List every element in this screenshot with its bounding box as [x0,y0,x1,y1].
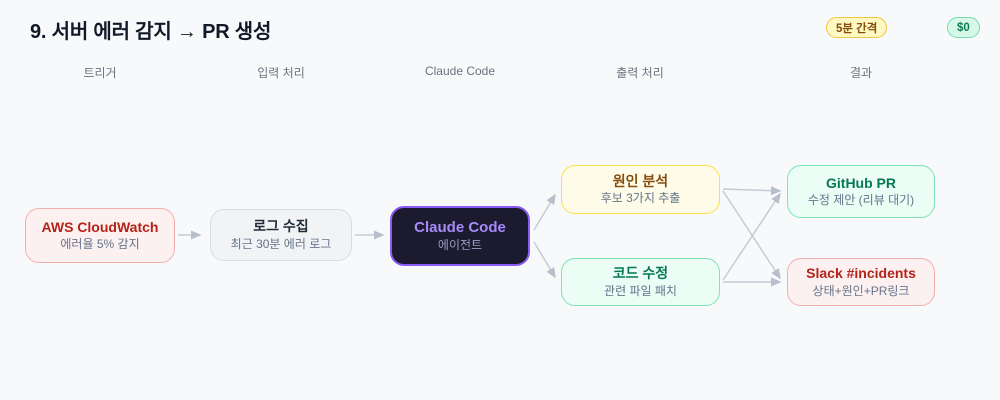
node-subtitle: 에러율 5% 감지 [60,237,140,252]
node-slack-incidents: Slack #incidents 상태+원인+PR링크 [787,258,935,306]
arrow-analysis-to-github [722,186,782,196]
arrow-claude-to-analysis [533,193,556,231]
node-subtitle: 수정 제안 (리뷰 대기) [807,193,915,208]
node-aws-cloudwatch: AWS CloudWatch 에러율 5% 감지 [25,208,175,263]
page-title: 9. 서버 에러 감지 → PR 생성 [30,21,272,43]
node-title: Slack #incidents [806,265,916,282]
node-subtitle: 상태+원인+PR링크 [812,283,910,298]
node-code-fix: 코드 수정 관련 파일 패치 [561,258,720,306]
node-github-pr: GitHub PR 수정 제안 (리뷰 대기) [787,165,935,218]
column-label-claude-code: Claude Code [424,64,496,78]
column-label-output: 출력 처리 [616,66,664,80]
node-cause-analysis: 원인 분석 후보 3가지 추출 [561,165,720,214]
node-title: 원인 분석 [612,172,669,189]
node-title: 코드 수정 [612,265,669,282]
node-claude-code: Claude Code 에이전트 [390,206,530,266]
node-subtitle: 에이전트 [437,238,483,253]
node-title: GitHub PR [826,174,896,191]
arrow-analysis-to-slack [722,190,781,280]
node-title: Claude Code [414,218,506,236]
node-title: AWS CloudWatch [41,218,159,235]
node-subtitle: 최근 30분 에러 로그 [230,236,332,251]
column-label-trigger: 트리거 [83,66,117,80]
interval-badge: 5분 간격 [826,17,888,38]
node-subtitle: 후보 3가지 추출 [600,191,681,206]
node-subtitle: 관련 파일 패치 [604,283,677,298]
node-title: 로그 수집 [253,218,309,235]
node-log-collect: 로그 수집 최근 30분 에러 로그 [210,209,352,261]
cost-badge: $0 [947,17,980,38]
arrow-fix-to-github [722,192,781,281]
arrow-claude-to-fix [533,241,556,279]
column-label-input: 입력 처리 [257,66,305,80]
column-label-result: 결과 [849,66,873,80]
